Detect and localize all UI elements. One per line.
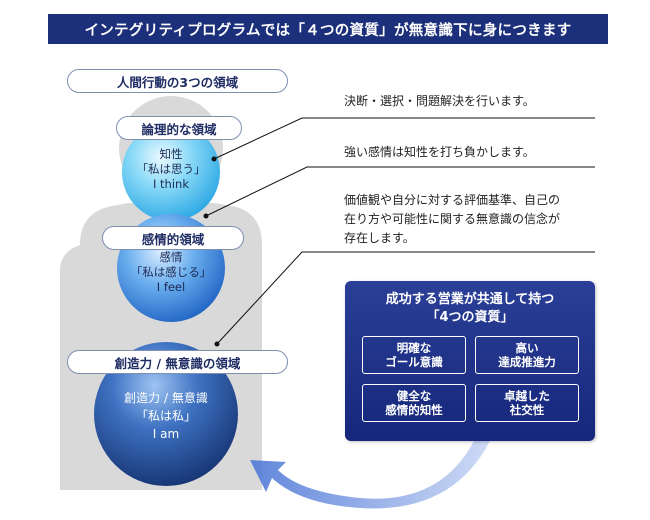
panel-heading-line: 「4つの資質」 — [426, 310, 514, 325]
creativity-note-line: 在り方や可能性に関する無意識の信念が — [344, 212, 561, 226]
leader-line-logic — [213, 117, 595, 160]
logic-line: 知性 — [159, 147, 183, 161]
title-bar: インテグリティプログラムでは「４つの資質」が無意識下に身につきます — [48, 14, 608, 44]
leader-line-emotion — [205, 166, 595, 217]
creativity-note-line: 価値観や自分に対する評価基準、自己の — [344, 193, 561, 207]
quality-sociability: 卓越した 社交性 — [475, 384, 579, 422]
leader-dot-emotion — [203, 213, 209, 219]
panel-heading: 成功する営業が共通して持つ 「4つの資質」 — [345, 291, 595, 327]
quality-achievement-drive: 高い 達成推進力 — [475, 336, 579, 374]
panel-heading-line: 成功する営業が共通して持つ — [385, 292, 555, 307]
leader-line-creativity — [216, 251, 595, 345]
quality-line: 社交性 — [509, 403, 545, 417]
domains-heading-pill: 人間行動の3つの領域 — [67, 69, 288, 93]
emotion-line: 「私は感じる」 — [130, 265, 212, 279]
emotion-note-text: 強い感情は知性を打ち負かします。 — [344, 145, 535, 159]
emotion-line: 感情 — [159, 250, 183, 264]
logic-note-text: 決断・選択・問題解決を行います。 — [344, 94, 535, 108]
logic-note: 決断・選択・問題解決を行います。 — [344, 92, 535, 111]
creativity-label: 創造力 / 無意識の領域 — [114, 355, 241, 371]
quality-goal-awareness: 明確な ゴール意識 — [362, 336, 466, 374]
creativity-note-line: 存在します。 — [344, 231, 415, 245]
leader-dot-logic — [211, 156, 217, 162]
creativity-line: 「私は私」 — [135, 409, 196, 423]
creativity-label-pill: 創造力 / 無意識の領域 — [67, 350, 288, 374]
creativity-line: 創造力 / 無意識 — [124, 391, 208, 405]
quality-line: 卓越した — [504, 389, 550, 403]
quality-line: 達成推進力 — [498, 355, 556, 369]
creativity-note: 価値観や自分に対する評価基準、自己の 在り方や可能性に関する無意識の信念が 存在… — [344, 191, 560, 248]
emotion-line: I feel — [156, 280, 186, 294]
emotion-note: 強い感情は知性を打ち負かします。 — [344, 143, 535, 162]
logic-label: 論理的な領域 — [141, 121, 217, 137]
page-title: インテグリティプログラムでは「４つの資質」が無意識下に身につきます — [84, 22, 572, 39]
emotion-label-pill: 感情的領域 — [102, 226, 244, 250]
logic-label-pill: 論理的な領域 — [116, 116, 242, 140]
quality-line: 感情的知性 — [385, 403, 443, 417]
leader-dot-creativity — [214, 341, 220, 347]
creativity-circle-text: 創造力 / 無意識 「私は私」 I am — [106, 389, 226, 443]
quality-line: 健全な — [396, 389, 432, 403]
domains-heading: 人間行動の3つの領域 — [116, 74, 239, 90]
creativity-line: I am — [152, 427, 180, 441]
logic-circle-text: 知性 「私は思う」 I think — [121, 147, 221, 192]
quality-line: ゴール意識 — [385, 355, 443, 369]
emotion-label: 感情的領域 — [141, 231, 205, 247]
quality-line: 高い — [515, 341, 539, 355]
logic-line: I think — [153, 177, 189, 191]
curved-arrow — [250, 441, 490, 509]
qualities-panel: 成功する営業が共通して持つ 「4つの資質」 明確な ゴール意識 高い 達成推進力… — [345, 281, 595, 441]
logic-line: 「私は思う」 — [136, 162, 206, 176]
quality-line: 明確な — [396, 341, 432, 355]
emotion-circle-text: 感情 「私は感じる」 I feel — [111, 250, 231, 295]
creativity-circle — [94, 342, 238, 486]
logic-circle — [122, 123, 220, 221]
quality-emotional-intelligence: 健全な 感情的知性 — [362, 384, 466, 422]
